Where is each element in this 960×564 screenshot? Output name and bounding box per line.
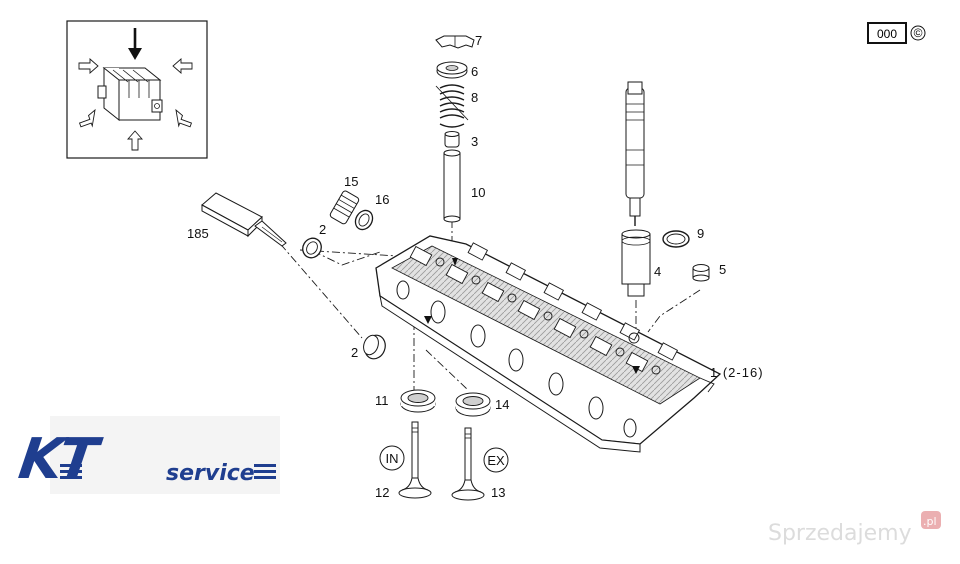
- copyright-symbol: ©: [914, 26, 923, 40]
- intake-label: IN: [386, 451, 399, 466]
- assembly-direction-inset: [66, 20, 208, 159]
- injector-sleeve-part-4: [621, 229, 651, 297]
- callout-10: 10: [471, 185, 485, 200]
- callout-3: 3: [471, 134, 478, 149]
- callout-numbers: 7 6 8 3 10 15 16 2 185 9 4 5 2 1 (2-16) …: [187, 33, 764, 500]
- code-badge-text: 000: [877, 27, 897, 41]
- callout-1: 1 (2-16): [710, 365, 764, 380]
- exhaust-label: EX: [487, 453, 505, 468]
- plug-part-2-upper: [302, 237, 322, 259]
- callout-15: 15: [344, 174, 358, 189]
- fuel-injector: [625, 81, 645, 226]
- kt-service-logo: KT service: [15, 416, 280, 494]
- callout-12: 12: [375, 485, 389, 500]
- callout-14: 14: [495, 397, 509, 412]
- watermark-tld: .pl: [923, 515, 937, 528]
- code-badge: 000 ©: [867, 22, 926, 44]
- callout-9: 9: [697, 226, 704, 241]
- plug-part-15: [329, 190, 360, 225]
- callout-5: 5: [719, 262, 726, 277]
- callout-2-upper: 2: [319, 222, 326, 237]
- callout-185: 185: [187, 226, 209, 241]
- intake-valve-part-12: [398, 421, 432, 499]
- valve-seat-ring-part-11: [400, 389, 436, 413]
- inset-head-block-icon: [97, 66, 163, 122]
- spring-retainer-part-6: [436, 61, 468, 79]
- callout-13: 13: [491, 485, 505, 500]
- down-arrow-icon: [128, 28, 142, 60]
- valve-spring-part-8: [435, 84, 469, 128]
- logo-service: service: [166, 461, 255, 486]
- exhaust-label-circle: EX: [483, 447, 509, 473]
- exhaust-valve-part-13: [451, 427, 485, 501]
- callout-8: 8: [471, 90, 478, 105]
- cylinder-head-part-1: [375, 235, 722, 453]
- seal-ring-part-16: [354, 209, 374, 231]
- valve-guide-part-10: [443, 149, 461, 223]
- valve-seal-part-3: [444, 131, 460, 148]
- valve-keeper-part-7: [435, 35, 475, 49]
- assembly-lines: [269, 220, 701, 392]
- cap-part-5: [692, 264, 710, 282]
- callout-4: 4: [654, 264, 661, 279]
- sprzedajemy-watermark: Sprzedajemy .pl: [768, 511, 941, 546]
- callout-16: 16: [375, 192, 389, 207]
- callout-6: 6: [471, 64, 478, 79]
- callout-11: 11: [375, 393, 389, 408]
- intake-label-circle: IN: [379, 445, 405, 471]
- watermark-name: Sprzedajemy: [768, 521, 912, 546]
- force-arrows-icon: [78, 58, 193, 151]
- sealant-tube-part-185: [201, 192, 287, 247]
- callout-2-lower: 2: [351, 345, 358, 360]
- o-ring-part-9: [662, 230, 690, 248]
- valve-seat-ring-part-14: [455, 392, 491, 417]
- plug-part-2-lower: [363, 334, 386, 360]
- callout-7: 7: [475, 33, 482, 48]
